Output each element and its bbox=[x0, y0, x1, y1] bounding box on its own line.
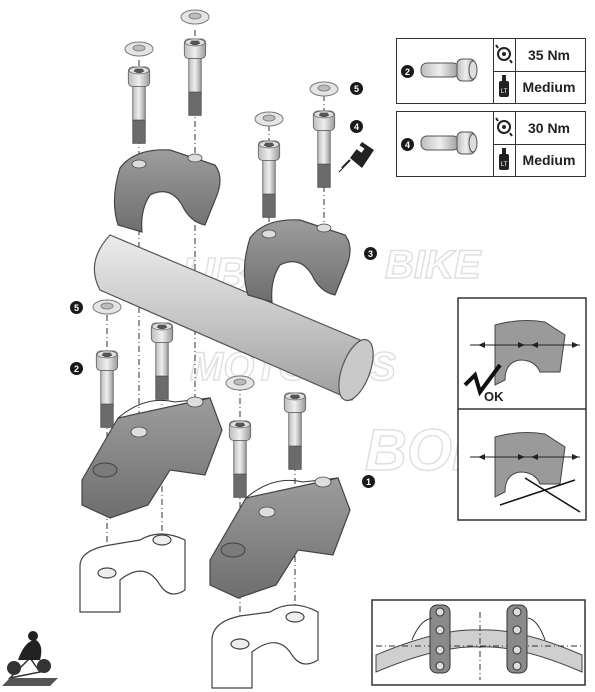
check-mark-icon bbox=[463, 363, 502, 397]
washer bbox=[124, 41, 154, 57]
incorrect-gap-illustration bbox=[470, 432, 581, 513]
bar-position-panel bbox=[371, 599, 586, 686]
washer bbox=[92, 299, 122, 315]
torque-value: 30 Nm bbox=[527, 120, 571, 136]
upper-clamp-left bbox=[113, 149, 221, 233]
fork-mount-right bbox=[211, 604, 319, 689]
callout-badge: 1 bbox=[362, 475, 375, 488]
torque-spec-box: 4 30 Nm LT Medium bbox=[396, 111, 586, 177]
lower-clamp-right bbox=[209, 476, 351, 599]
threadlock-row: LT Medium bbox=[493, 144, 585, 176]
lower-clamp-left bbox=[81, 396, 223, 519]
threadlock-strength: Medium bbox=[522, 79, 576, 95]
threadlock-strength: Medium bbox=[522, 152, 576, 168]
svg-text:LT: LT bbox=[501, 162, 508, 168]
cross-icon bbox=[499, 479, 576, 506]
callout-badge: 2 bbox=[70, 362, 83, 375]
torque-value: 35 Nm bbox=[527, 47, 571, 63]
correct-gap-illustration bbox=[463, 320, 580, 397]
watermark-text-2: BIKE bbox=[385, 243, 482, 287]
bolt bbox=[312, 110, 336, 188]
torque-row: 35 Nm bbox=[493, 39, 585, 72]
rider-logo-icon bbox=[2, 631, 58, 686]
bolt-icon bbox=[420, 131, 478, 155]
threadlock-icon: LT bbox=[493, 71, 516, 103]
bolt bbox=[257, 140, 281, 218]
ok-label: OK bbox=[484, 389, 504, 404]
torque-row: 30 Nm bbox=[493, 112, 585, 145]
fork-mount-left bbox=[79, 533, 186, 613]
gap-check-panel bbox=[457, 297, 587, 521]
bolt bbox=[228, 420, 252, 498]
washer bbox=[254, 111, 284, 127]
svg-text:LT: LT bbox=[501, 89, 508, 95]
bolt bbox=[150, 322, 174, 400]
callout-badge: 5 bbox=[70, 301, 83, 314]
washer bbox=[225, 375, 255, 391]
bolt bbox=[127, 66, 151, 144]
torque-wrench-icon bbox=[493, 39, 516, 71]
callout-badge: 4 bbox=[401, 138, 414, 151]
threadlock-row: LT Medium bbox=[493, 71, 585, 103]
washer bbox=[309, 81, 339, 97]
bolt bbox=[283, 392, 307, 470]
callout-badge: 3 bbox=[364, 247, 377, 260]
threadlock-icon: LT bbox=[493, 144, 516, 176]
washer bbox=[180, 9, 210, 25]
upper-clamp-right bbox=[243, 219, 351, 303]
handlebar bbox=[93, 234, 374, 402]
torque-spec-box: 2 35 Nm LT Medium bbox=[396, 38, 586, 104]
threadlock-bottle-icon bbox=[338, 142, 374, 173]
torque-wrench-icon bbox=[493, 112, 516, 144]
bolt-icon bbox=[420, 58, 478, 82]
callout-badge: 2 bbox=[401, 65, 414, 78]
callout-badge: 5 bbox=[350, 82, 363, 95]
bolt bbox=[95, 350, 119, 428]
bolt bbox=[183, 38, 207, 116]
callout-badge: 4 bbox=[350, 120, 363, 133]
